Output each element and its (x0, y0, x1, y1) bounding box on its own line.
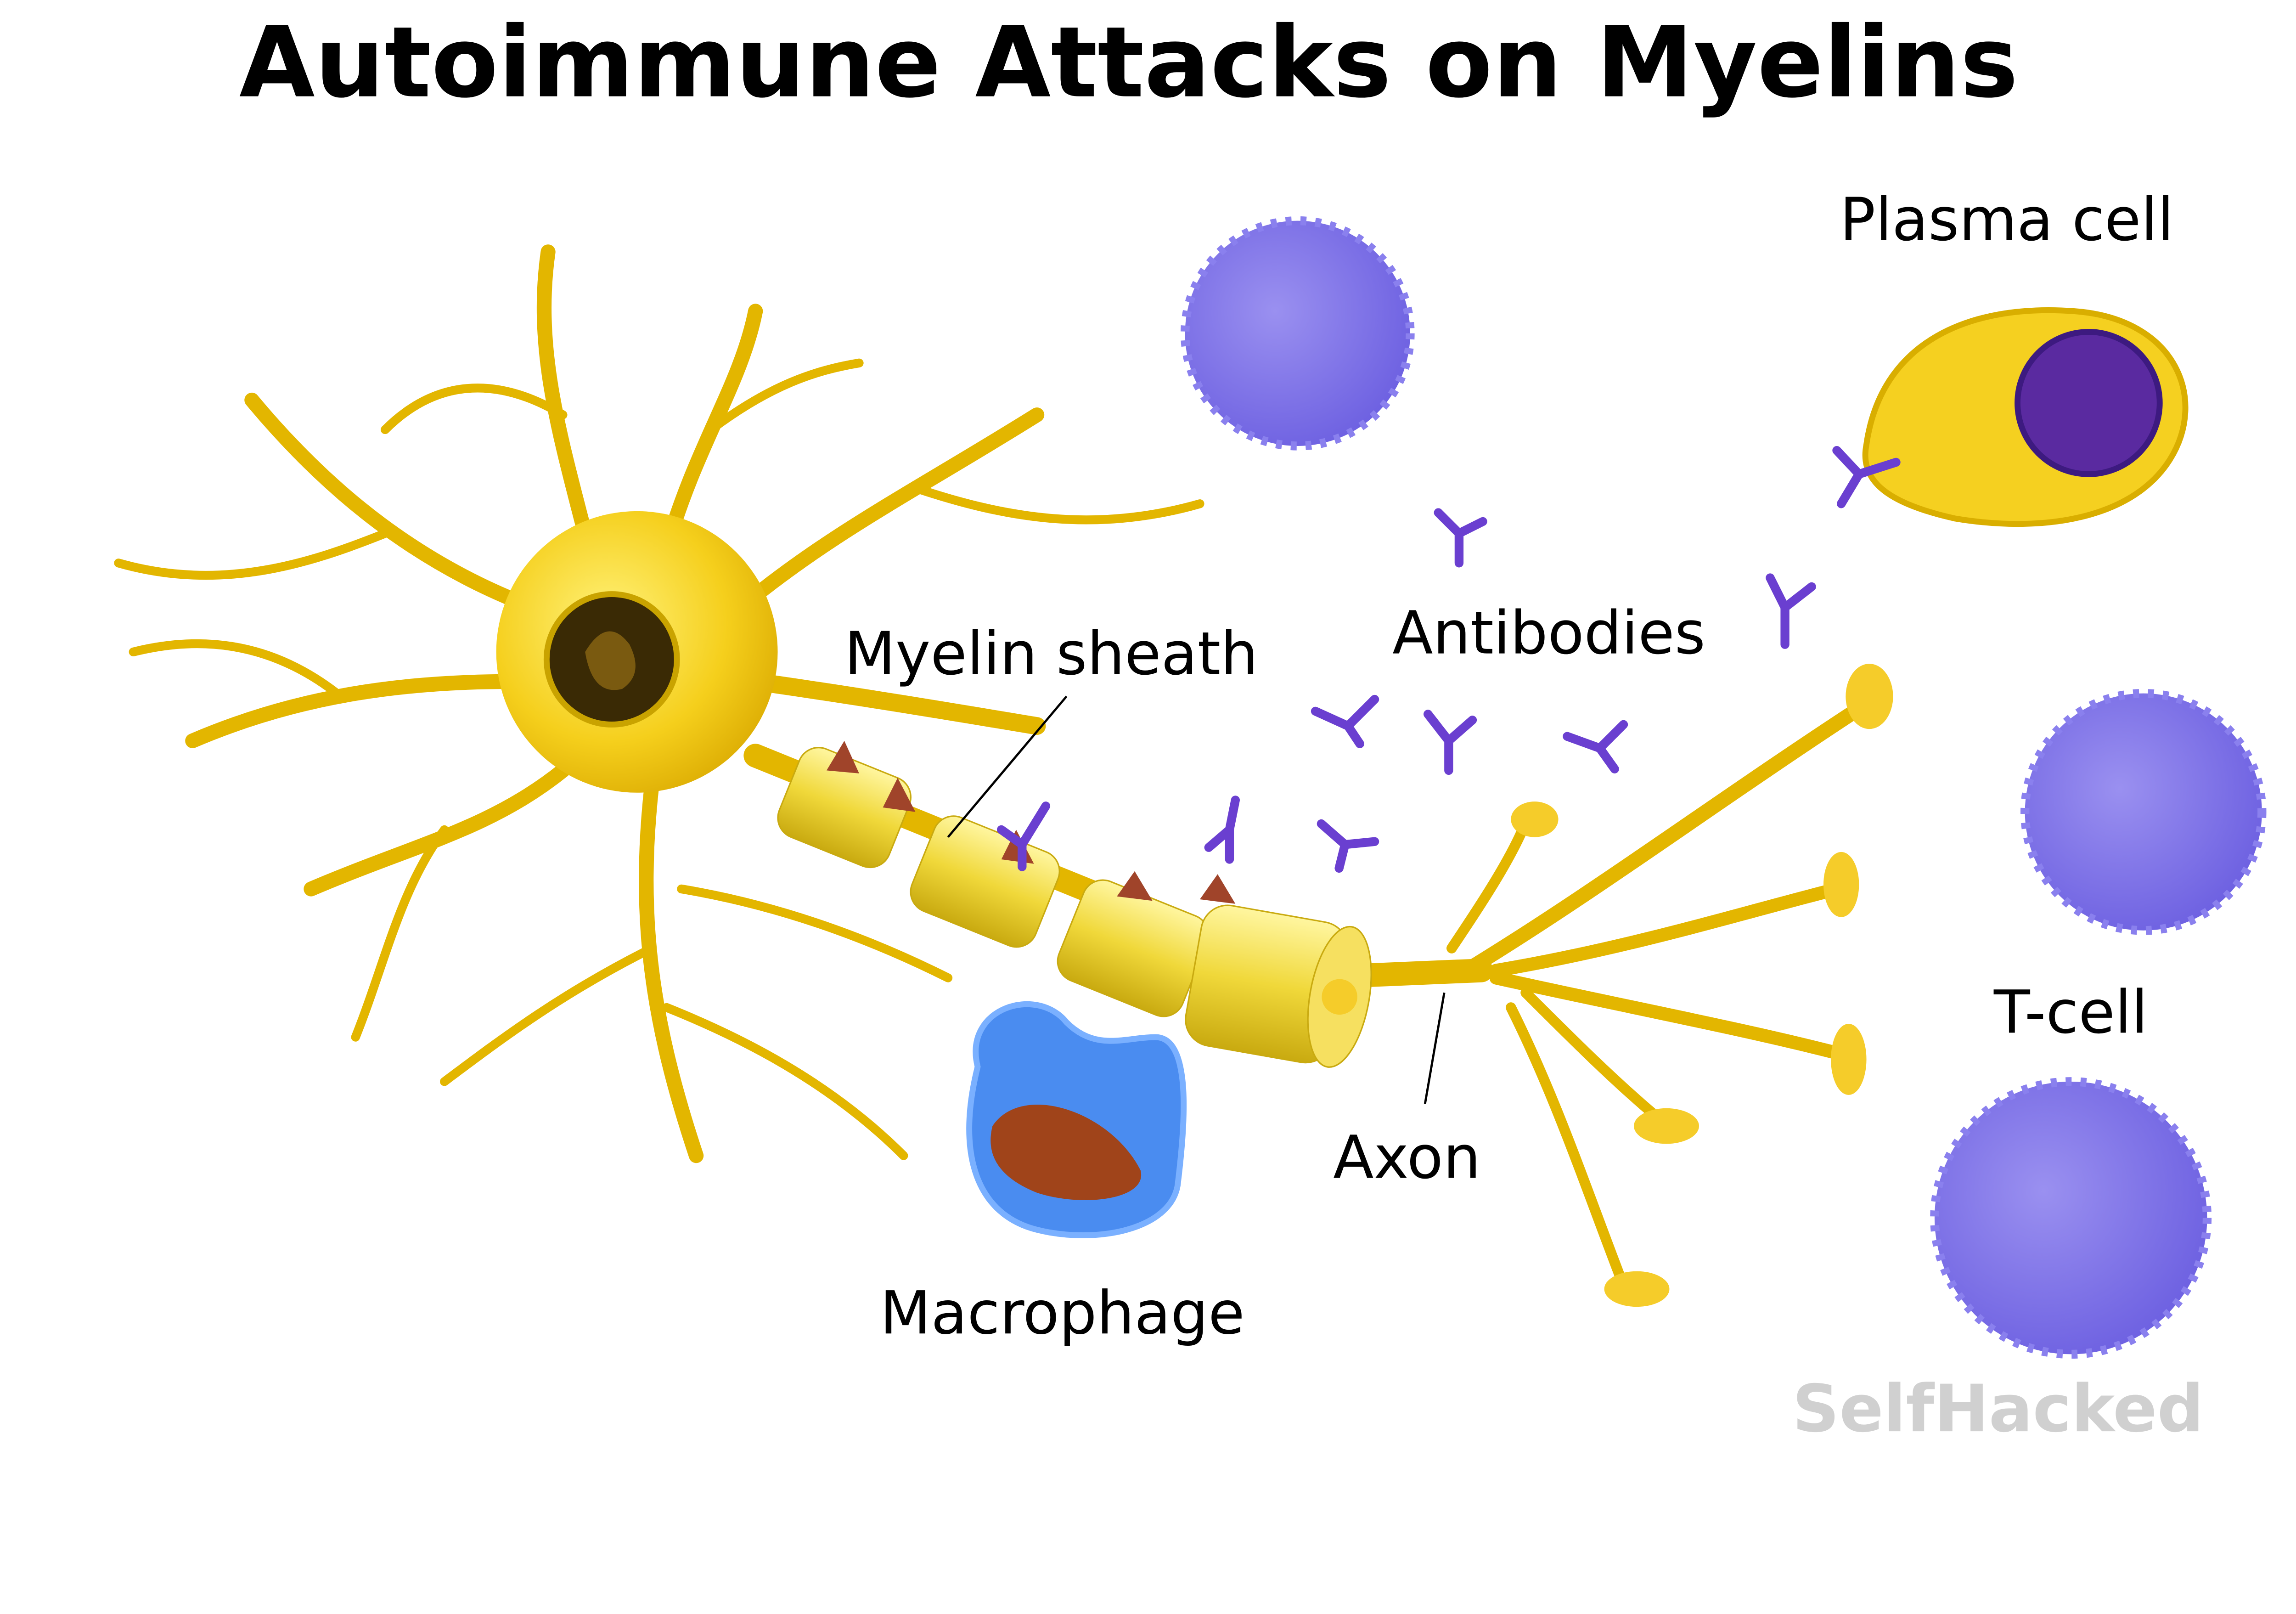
label-t-cell: T-cell (1993, 978, 2148, 1047)
label-macrophage: Macrophage (880, 1279, 1244, 1348)
lymphocyte-top (1180, 216, 1415, 451)
plasma-cell (1862, 307, 2189, 527)
t-cell-lower (1930, 1077, 2212, 1359)
neuron-dendrites (114, 244, 1204, 1163)
page-title: Autoimmune Attacks on Myelins (239, 6, 2018, 120)
diagram: Autoimmune Attacks on Myelins (114, 6, 2267, 1445)
macrophage (966, 1001, 1187, 1238)
myelin-sheath-segments (777, 747, 1372, 1068)
axon-terminals (1446, 664, 1893, 1307)
antibodies (996, 446, 1901, 873)
myelin-pointer-line (947, 695, 1068, 838)
label-axon: Axon (1333, 1123, 1480, 1192)
label-antibodies: Antibodies (1392, 599, 1705, 668)
label-myelin-sheath: Myelin sheath (844, 620, 1258, 688)
t-cell-upper (2020, 688, 2267, 935)
label-plasma-cell: Plasma cell (1840, 186, 2174, 254)
watermark: SelfHacked (1792, 1371, 2204, 1445)
axon-pointer-line (1424, 992, 1446, 1104)
neuron-nucleolus (585, 631, 636, 690)
